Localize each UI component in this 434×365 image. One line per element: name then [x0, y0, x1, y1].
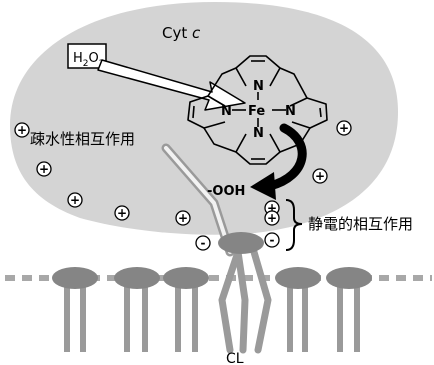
svg-text:+: + [315, 169, 325, 183]
positive-charge-marker: + [312, 168, 328, 184]
positive-charge-marker: + [67, 192, 83, 208]
svg-text:+: + [267, 201, 277, 215]
lipid-tails-left [64, 282, 198, 352]
svg-text:+: + [178, 211, 188, 225]
positive-charge-marker: + [175, 210, 191, 226]
curved-arrow-head [250, 172, 276, 200]
cardiolipin-head [218, 232, 264, 254]
cytc-protein-body [10, 2, 398, 235]
positive-charge-marker: + [14, 122, 30, 138]
positive-charge-marker: + [264, 210, 280, 226]
svg-text:+: + [339, 121, 349, 135]
electrostatic-brace [285, 199, 303, 251]
n-atom-top: N [253, 79, 264, 94]
positive-charge-marker: + [114, 205, 130, 221]
curved-arrow [265, 123, 307, 191]
negative-charge-marker: - [264, 232, 280, 248]
n-atom-right: N [285, 104, 296, 119]
svg-text:+: + [70, 193, 80, 207]
svg-text:+: + [117, 206, 127, 220]
svg-text:-: - [201, 236, 206, 250]
svg-text:+: + [267, 211, 277, 225]
n-atom-left: N [221, 104, 232, 119]
hydrophobic-label: 疎水性相互作用 [30, 130, 135, 148]
positive-charge-marker: + [336, 120, 352, 136]
positive-charge-marker: + [36, 161, 52, 177]
ooh-label: -OOH [207, 184, 245, 199]
fe-atom: Fe [248, 104, 265, 119]
electrostatic-label: 静電的相互作用 [308, 215, 413, 233]
lipid-tails-right [287, 282, 360, 352]
svg-text:-: - [270, 233, 275, 247]
svg-text:+: + [39, 162, 49, 176]
n-atom-bottom: N [253, 126, 264, 141]
charge-markers: +++++++++-- [14, 120, 352, 251]
lipid-heads [52, 267, 372, 289]
protein-label: Cyt c [162, 24, 201, 42]
negative-charge-marker: - [195, 235, 211, 251]
lipid-label: CL [226, 351, 244, 365]
svg-text:+: + [17, 123, 27, 137]
